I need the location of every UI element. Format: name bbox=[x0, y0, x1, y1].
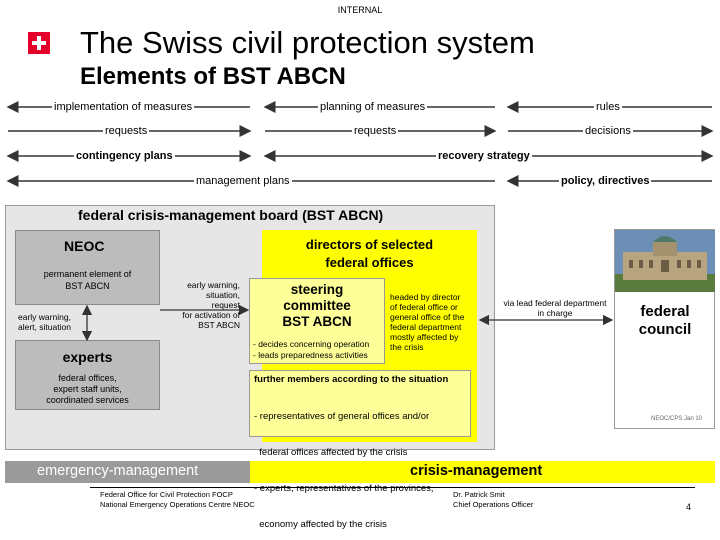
classification-label: INTERNAL bbox=[337, 5, 383, 15]
neoc-title: NEOC bbox=[64, 238, 105, 254]
arrow-label-planning: planning of measures bbox=[318, 101, 428, 114]
arrow-label-requests-left: requests bbox=[103, 125, 150, 138]
steering-line-3: BST ABCN bbox=[282, 314, 352, 329]
further-members-box: further members according to the situati… bbox=[249, 370, 471, 530]
neoc-desc-2: BST ABCN bbox=[65, 281, 110, 291]
footer-person-2: Chief Operations Officer bbox=[453, 500, 534, 509]
steering-item-2: - leads preparedness activities bbox=[253, 350, 368, 360]
experts-title: experts bbox=[62, 349, 113, 365]
steering-item-1: - decides concerning operation bbox=[253, 339, 370, 349]
emergency-management-label: emergency-management bbox=[37, 463, 199, 479]
neoc-desc-1: permanent element of bbox=[43, 269, 132, 279]
experts-desc-3: coordinated services bbox=[46, 395, 129, 405]
experts-desc-2: expert staff units, bbox=[53, 384, 122, 394]
footer-org-2: National Emergency Operations Centre NEO… bbox=[100, 500, 255, 509]
further-members-title: further members according to the situati… bbox=[254, 374, 449, 385]
early-warning-r-4: BST ABCN bbox=[198, 320, 240, 330]
arrow-label-rules: rules bbox=[594, 101, 622, 114]
footer-person-1: Dr. Patrick Smit bbox=[453, 490, 505, 499]
page-subtitle: Elements of BST ABCN bbox=[80, 63, 346, 90]
page-title: The Swiss civil protection system bbox=[80, 25, 535, 60]
footer-rule bbox=[90, 487, 695, 488]
arrow-label-management: management plans bbox=[194, 175, 292, 188]
headed-by-1: headed by director bbox=[390, 292, 461, 302]
via-dept-2: in charge bbox=[537, 308, 573, 318]
headed-by-2: of federal office or bbox=[390, 302, 458, 312]
emergency-management-bar: emergency-management bbox=[5, 461, 250, 483]
federal-council-box: federal council NEOC/CPS Jan 10 bbox=[614, 229, 715, 429]
page-number: 4 bbox=[686, 502, 692, 512]
early-warning-r-3: for activation of bbox=[182, 310, 240, 320]
steering-line-2: committee bbox=[283, 298, 351, 313]
council-title-2: council bbox=[638, 321, 692, 338]
headed-by-3: general office of the bbox=[390, 312, 465, 322]
directors-title-1: directors of selected bbox=[305, 237, 434, 252]
directors-title-2: federal offices bbox=[325, 255, 414, 270]
experts-desc-1: federal offices, bbox=[58, 373, 117, 383]
footer-org-1: Federal Office for Civil Protection FOCP bbox=[100, 490, 233, 499]
early-warning-r-1: early warning, bbox=[187, 280, 240, 290]
via-dept-1: via lead federal department bbox=[503, 298, 607, 308]
arrow-label-contingency: contingency plans bbox=[74, 150, 175, 163]
crisis-management-label: crisis-management bbox=[410, 463, 543, 479]
swiss-flag-icon bbox=[28, 32, 50, 54]
headed-by-6: the crisis bbox=[390, 342, 424, 352]
board-connectors bbox=[81, 304, 614, 342]
arrow-label-requests-mid: requests bbox=[352, 125, 399, 138]
neoc-box: NEOC permanent element of BST ABCN bbox=[15, 230, 160, 305]
steering-committee-box: steering committee BST ABCN - decides co… bbox=[249, 278, 385, 364]
crisis-board-title: federal crisis-management board (BST ABC… bbox=[78, 207, 384, 223]
further-item-4: economy affected by the crisis bbox=[254, 519, 387, 530]
arrow-label-policy: policy, directives bbox=[559, 175, 652, 188]
experts-box: experts federal offices, expert staff un… bbox=[15, 340, 160, 410]
further-item-2: federal offices affected by the crisis bbox=[254, 447, 408, 458]
arrow-label-recovery: recovery strategy bbox=[436, 150, 532, 163]
arrow-label-decisions: decisions bbox=[583, 125, 633, 138]
council-caption: NEOC/CPS Jan 10 bbox=[651, 416, 703, 422]
arrow-label-implementation: implementation of measures bbox=[52, 101, 195, 114]
crisis-management-bar: crisis-management bbox=[250, 461, 715, 483]
further-item-1: - representatives of general offices and… bbox=[254, 411, 430, 422]
federal-palace-image bbox=[615, 230, 715, 292]
council-title-1: federal bbox=[640, 303, 690, 320]
headed-by-4: federal department bbox=[390, 322, 462, 332]
early-warning-l-1: early warning, bbox=[18, 312, 71, 322]
further-item-3: - experts, representatives of the provin… bbox=[254, 483, 434, 494]
headed-by-5: mostly affected by bbox=[390, 332, 459, 342]
early-warning-l-2: alert, situation bbox=[18, 322, 71, 332]
early-warning-r-2: situation, request bbox=[205, 290, 240, 310]
steering-line-1: steering bbox=[290, 282, 344, 297]
